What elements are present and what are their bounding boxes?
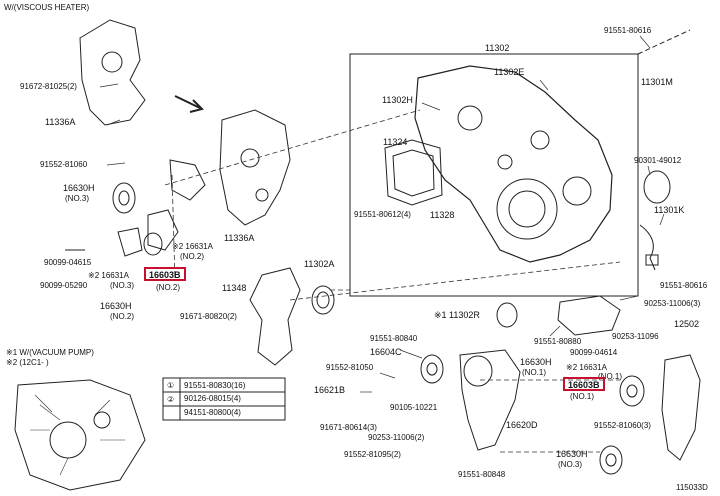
part-16603b-no1-highlight[interactable]: 16603B (563, 377, 605, 391)
part-91551-80616-top[interactable]: 91551-80616 (604, 26, 652, 35)
part-91552-81060-3[interactable]: 91552-81060(3) (594, 421, 651, 430)
part-91671-80820[interactable]: 91671-80820(2) (180, 312, 237, 321)
part-16604c[interactable]: 16604C (370, 347, 402, 357)
part-91672-81025[interactable]: 91672-81025(2) (20, 82, 77, 91)
part-11301k[interactable]: 11301K (654, 205, 685, 215)
part-16631a-no3-qualifier: (NO.3) (110, 281, 134, 290)
part-16603b-no1-qualifier: (NO.1) (570, 392, 594, 401)
vacuum-pump-note: ※1 W/(VACUUM PUMP) (6, 348, 94, 357)
part-91551-80880[interactable]: 91551-80880 (534, 337, 582, 346)
part-90301-49012[interactable]: 90301-49012 (634, 156, 682, 165)
part-90099-04615[interactable]: 90099-04615 (44, 258, 92, 267)
part-16603b-no2-qualifier: (NO.2) (156, 283, 180, 292)
legend-marker-2: ② (167, 395, 175, 404)
viscous-heater-shape (79, 19, 146, 126)
part-16630h-no3[interactable]: 16630H (63, 183, 95, 193)
part-11302r[interactable]: ※1 11302R (434, 310, 480, 320)
legend-marker-1: ① (167, 381, 175, 390)
part-16630h-no1[interactable]: 16630H (520, 357, 552, 367)
part-11336a-mid[interactable]: 11336A (224, 233, 255, 243)
part-16630h-no3-bottom-qualifier: (NO.3) (558, 460, 582, 469)
part-90253-11006-3[interactable]: 90253-11006(3) (644, 299, 701, 308)
part-16630h-no2-qualifier: (NO.2) (110, 312, 134, 321)
part-16630h-no1-qualifier: (NO.1) (522, 368, 546, 377)
part-90253-11096[interactable]: 90253-11096 (612, 332, 659, 341)
legend-part-1[interactable]: 91551-80830(16) (184, 381, 246, 390)
part-11336a-top[interactable]: 11336A (45, 117, 76, 127)
viscous-heater-note: W/(VISCOUS HEATER) (4, 3, 90, 12)
part-16621b[interactable]: 16621B (314, 385, 346, 395)
part-11302e[interactable]: 11302E (494, 67, 525, 77)
part-91671-80614[interactable]: 91671-80614(3) (320, 423, 377, 432)
part-11348[interactable]: 11348 (222, 283, 247, 293)
part-91551-80840[interactable]: 91551-80840 (370, 334, 418, 343)
cover-assembly-frame (349, 53, 639, 297)
part-90253-11006-2[interactable]: 90253-11006(2) (368, 433, 425, 442)
part-16620d[interactable]: 16620D (506, 420, 538, 430)
part-11302h[interactable]: 11302H (382, 95, 413, 105)
part-91552-81060[interactable]: 91552-81060 (40, 160, 88, 169)
part-11324[interactable]: 11324 (383, 137, 408, 147)
part-16603b-no2: 16603B (149, 270, 181, 280)
part-90099-04614[interactable]: 90099-04614 (570, 348, 618, 357)
legend-part-3[interactable]: 94151-80800(4) (184, 408, 241, 417)
part-11328[interactable]: 11328 (430, 210, 455, 220)
bracket-16620D-shape (459, 349, 521, 451)
part-11302[interactable]: 11302 (485, 43, 510, 53)
part-91552-81095[interactable]: 91552-81095(2) (344, 450, 401, 459)
part-16630h-no3-bottom[interactable]: 16630H (556, 449, 588, 459)
part-11301m[interactable]: 11301M (641, 77, 673, 87)
part-16631a-no2-qualifier: (NO.2) (180, 252, 204, 261)
figure-code: 115033D (676, 483, 708, 492)
timing-cover-shape (414, 65, 613, 263)
part-16631a-no1-qualifier: (NO.1) (598, 372, 622, 381)
bracket-11348-shape (249, 267, 301, 366)
part-91552-81050[interactable]: 91552-81050 (326, 363, 374, 372)
vacuum-pump-note-2: ※2 (12C1- ) (6, 358, 49, 367)
part-90099-05290[interactable]: 90099-05290 (40, 281, 88, 290)
part-16631a-no2[interactable]: ※2 16631A (172, 242, 213, 251)
part-16631a-no3[interactable]: ※2 16631A (88, 271, 129, 280)
part-91551-80616-bottom[interactable]: 91551-80616 (660, 281, 708, 290)
part-11302a[interactable]: 11302A (304, 259, 335, 269)
part-16630h-no3-qualifier: (NO.3) (65, 194, 89, 203)
part-16603b-no2-highlight[interactable]: 16603B (144, 267, 186, 281)
part-91551-80612[interactable]: 91551-80612(4) (354, 210, 411, 219)
legend-part-2[interactable]: 90126-08015(4) (184, 394, 241, 403)
part-12502[interactable]: 12502 (674, 319, 700, 329)
part-16631a-no1[interactable]: ※2 16631A (566, 363, 607, 372)
part-16603b-no1: 16603B (568, 380, 600, 390)
part-16630h-no2[interactable]: 16630H (100, 301, 132, 311)
part-90105-10221[interactable]: 90105-10221 (390, 403, 438, 412)
part-91551-80848[interactable]: 91551-80848 (458, 470, 506, 479)
